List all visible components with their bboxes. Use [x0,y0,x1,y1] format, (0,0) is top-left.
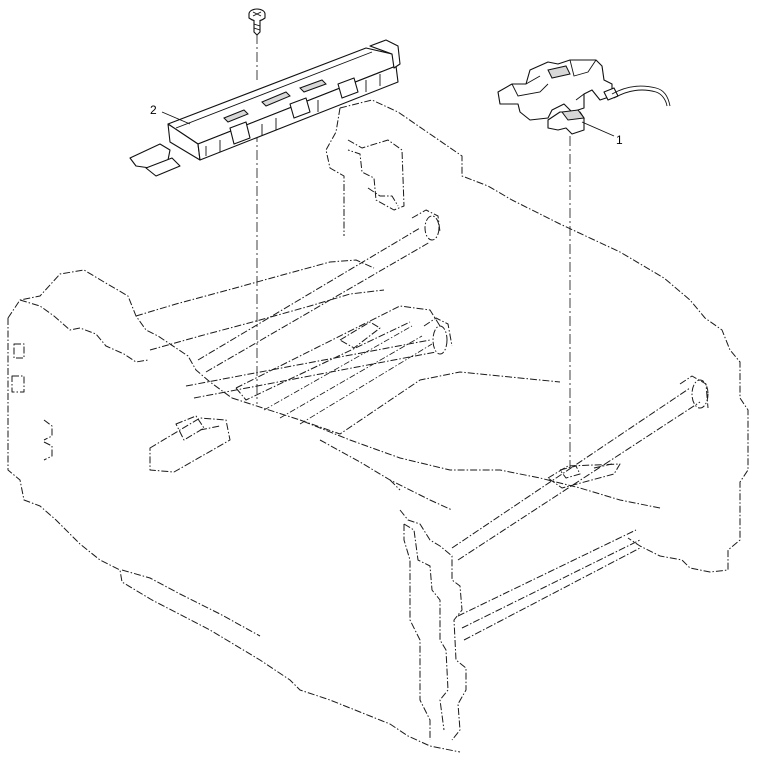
front-right-upright-inner [403,523,449,731]
bottom-shaft-a [457,529,641,629]
callouts: 2 1 [150,103,623,147]
upper-rear-shaft [197,227,431,373]
rail-clip-3 [337,77,359,99]
sensor-bracket-slot [547,65,571,79]
left-panel-window-top [13,343,25,359]
rear-housing-outline [339,99,749,573]
rail-edge-line [175,51,373,129]
front-right-upright [399,509,467,741]
part-2-guide-rail [129,39,401,177]
paper-feed-plate [235,305,441,401]
upper-rear-shaft-collar [411,209,441,233]
left-panel-outline [7,269,233,399]
rail-ribs [205,74,381,156]
top-crossbar [135,259,385,351]
left-panel-face [7,318,461,753]
sensor-bracket-body [497,59,613,121]
screw-shank [253,20,261,36]
front-lower-shaft [451,387,701,561]
sensor-mount-slot [593,463,613,469]
left-panel-window-bottom [11,375,25,393]
rail-left-tab-2 [145,157,181,177]
middle-shaft-end [432,325,448,355]
screw-slot [252,11,262,17]
left-front-bracket [149,417,231,473]
callout-1-leader [581,121,615,137]
rail-end-block [369,39,401,69]
left-panel-ribs [43,419,53,461]
sensor-harness-wire [611,85,671,107]
feed-plate-slot [339,321,381,349]
sensor-mount-outline [547,463,621,489]
sensor-bracket-edges [511,59,597,101]
callout-2-leader [161,111,191,125]
assembly-axes [256,34,571,468]
callout-2-label: 2 [150,103,157,117]
middle-shaft-collar [423,317,453,347]
left-front-bracket-detail [175,415,221,441]
screw-head-side [248,14,266,22]
rail-clip-2 [289,97,311,119]
rail-slot-2 [261,91,291,107]
sensor-actuator-top [561,109,585,121]
left-panel-top [19,299,149,363]
rear-housing-notch [367,187,399,207]
base-floor-front [319,439,453,511]
left-panel-bottom [121,569,261,637]
screw [248,8,266,36]
upper-rear-shaft-end [424,215,440,241]
rear-housing-inner [347,139,405,211]
screw-threads [253,23,261,31]
sensor-mount-notch [559,465,581,479]
rail-clip-1 [229,121,251,145]
rear-housing-top [325,107,345,236]
part-1-sensor-assembly [497,59,671,135]
front-right-upright-face [403,524,431,740]
base-floor [231,371,661,509]
middle-shaft [185,339,437,399]
printer-frame [7,99,749,753]
rail-slot-3 [299,79,327,93]
front-lower-shaft-end [691,379,709,409]
callout-1-label: 1 [616,133,623,147]
front-lower-shaft-collar [679,375,709,409]
feed-plate-ribs [263,325,433,425]
rail-slot-1 [223,109,249,123]
bottom-shaft-b [463,547,641,641]
